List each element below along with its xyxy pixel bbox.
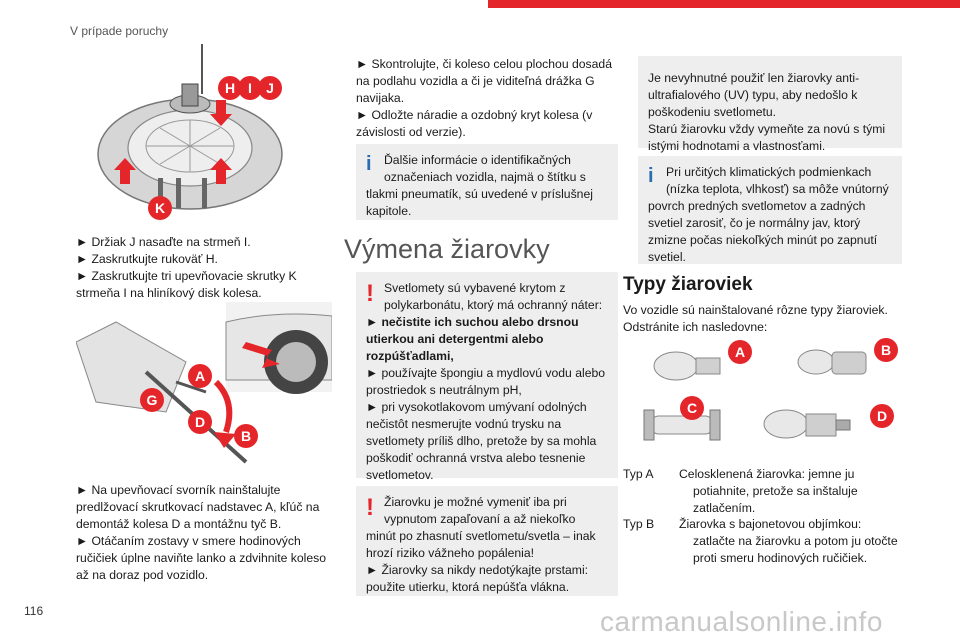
warning-icon: ! (366, 280, 374, 307)
callout-bulb-c: C (687, 400, 697, 416)
bulb-b (797, 349, 867, 375)
bulb-type-a: Typ A Celosklenená žiarovka: jemne ju po… (623, 467, 858, 515)
info-box-identification: i Ďalšie informácie o identifikačných oz… (356, 144, 618, 220)
header-accent-bar (488, 0, 960, 8)
info-box-condensation: i Pri určitých klimatických podmienkach … (638, 156, 902, 264)
note-box-uv-bulbs: Je nevyhnutné použiť len žiarovky anti- … (638, 56, 902, 153)
callout-g: G (147, 392, 158, 408)
warning-box-bulb-replacement: ! Žiarovku je možné vymeniť iba pri vypn… (356, 486, 618, 596)
col1-paragraph-2: ► Na upevňovací svorník nainštalujte pre… (76, 483, 326, 582)
callout-bulb-a: A (735, 344, 745, 360)
callout-d: D (195, 414, 205, 430)
bulb-type-b: Typ B Žiarovka s bajonetovou objímkou: z… (623, 517, 898, 565)
page-number: 116 (24, 604, 44, 618)
callout-h: H (225, 80, 235, 96)
callout-bulb-d: D (877, 408, 887, 424)
callout-k: K (155, 200, 165, 216)
bulb-types-figure: A B C D (636, 336, 906, 466)
warning-box-headlamp-care: ! Svetlomety sú vybavené krytom z polyka… (356, 272, 618, 482)
bulb-d (763, 409, 851, 439)
bulb-types-intro: Vo vozidle sú nainštalované rôzne typy ž… (623, 303, 888, 334)
bulb-c (643, 409, 721, 441)
bulb-a (653, 351, 721, 381)
callout-bulb-b: B (881, 342, 891, 358)
info-icon: i (648, 165, 654, 187)
running-header: V prípade poruchy (70, 24, 169, 38)
col2-paragraph-1: ► Skontrolujte, či koleso celou plochou … (356, 57, 612, 139)
watermark: carmanualsonline.info (600, 606, 883, 637)
subsection-title: Typy žiaroviek (623, 274, 753, 295)
winch-tools-figure: A G D B (76, 302, 332, 472)
section-title: Výmena žiarovky (344, 234, 550, 264)
callout-i: I (248, 80, 252, 96)
callout-j: J (266, 80, 274, 96)
col1-paragraph-1: ► Držiak J nasaďte na strmeň I. ► Zaskru… (76, 235, 297, 300)
info-icon: i (366, 153, 372, 175)
callout-b: B (241, 428, 251, 444)
callout-a: A (195, 368, 205, 384)
warning-icon: ! (366, 494, 374, 521)
spare-wheel-figure: H I J K (90, 44, 290, 224)
